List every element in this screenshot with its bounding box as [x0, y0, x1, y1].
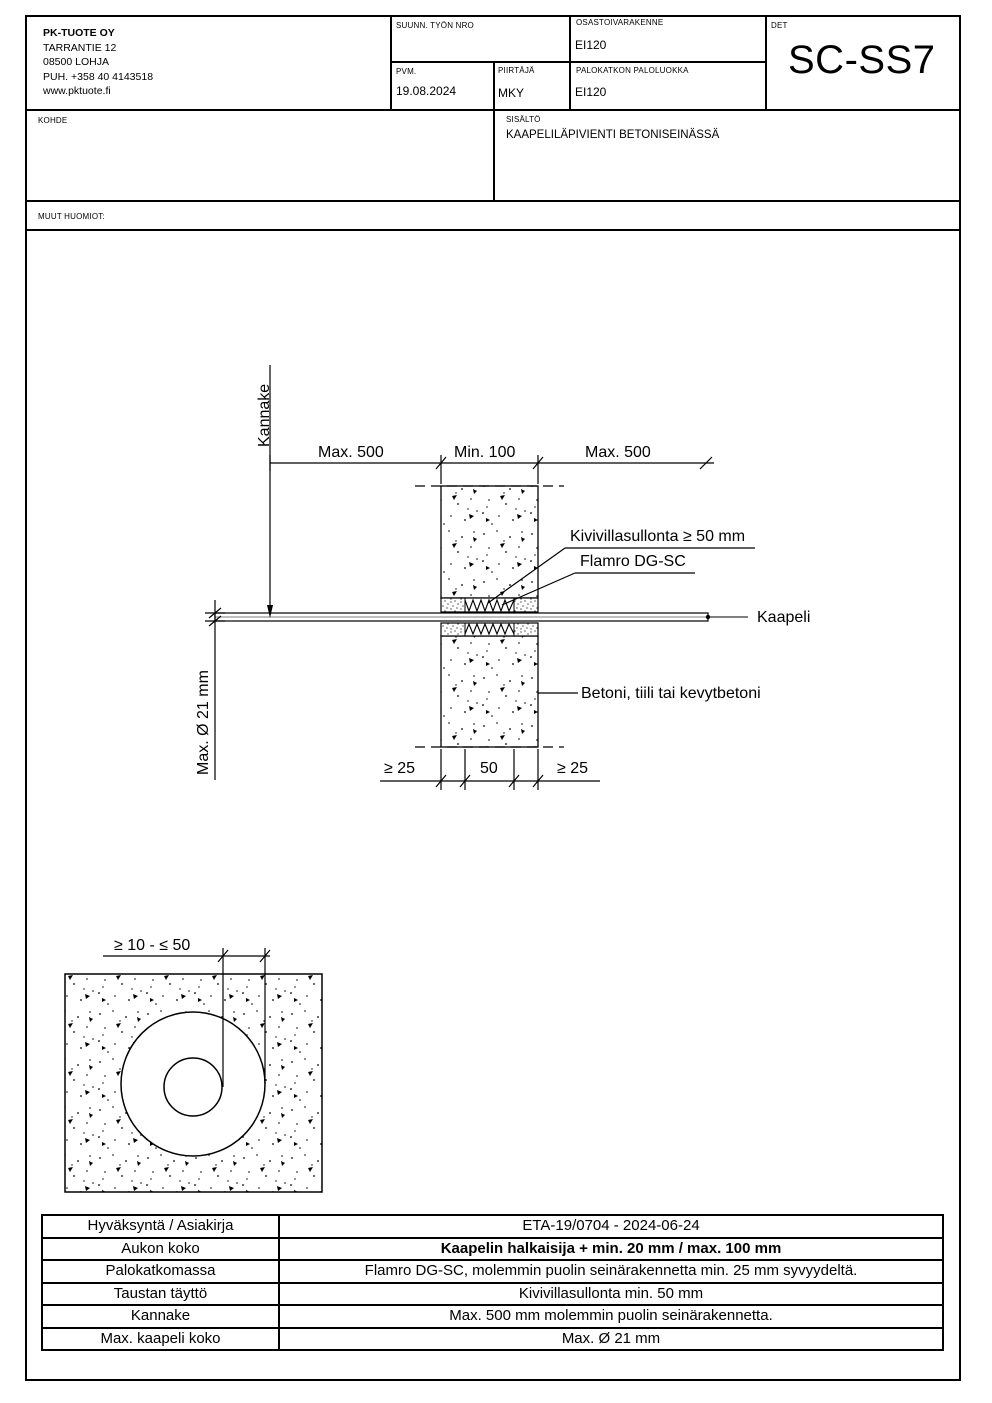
- osasto-label: OSASTOIVARAKENNE: [576, 18, 664, 27]
- label-max500-right: Max. 500: [585, 444, 651, 461]
- pvm-value: 19.08.2024: [396, 84, 457, 98]
- label-kannake: Kannake: [256, 384, 273, 447]
- label-ge25-left: ≥ 25: [384, 760, 415, 777]
- label-min100: Min. 100: [454, 444, 515, 461]
- palo-label: PALOKATKON PALOLUOKKA: [576, 66, 689, 75]
- label-ge25-right: ≥ 25: [557, 760, 588, 777]
- spec-key: Aukon koko: [41, 1236, 280, 1261]
- section-drawing: Kannake Max. 500 Min. 100 Max. 500 Kiviv…: [64, 365, 810, 1193]
- sisalto-label: SISÄLTÖ: [506, 115, 541, 124]
- muut-label: MUUT HUOMIOT:: [38, 212, 105, 221]
- pvm-label: PVM.: [396, 67, 417, 76]
- title-block-grid: [25, 15, 961, 231]
- spec-value: Kaapelin halkaisija + min. 20 mm / max. …: [278, 1236, 944, 1261]
- det-code: SC-SS7: [788, 38, 936, 82]
- spec-value: ETA-19/0704 - 2024-06-24: [278, 1214, 944, 1239]
- cable: [214, 612, 748, 622]
- spec-value: Kivivillasullonta min. 50 mm: [278, 1281, 944, 1306]
- label-kaapeli: Kaapeli: [757, 609, 810, 626]
- drawing-labels: Kannake Max. 500 Min. 100 Max. 500 Kiviv…: [195, 384, 810, 777]
- label-max500-left: Max. 500: [318, 444, 384, 461]
- spec-key: Hyväksyntä / Asiakirja: [41, 1214, 280, 1239]
- label-range: ≥ 10 - ≤ 50: [114, 937, 190, 954]
- kohde-label: KOHDE: [38, 116, 68, 125]
- spec-key: Taustan täyttö: [41, 1281, 280, 1306]
- wall-section: [415, 485, 564, 748]
- palo-value: EI120: [575, 85, 607, 99]
- company-phone: PUH. +358 40 4143518: [43, 70, 154, 83]
- wall-upper: [440, 485, 539, 599]
- osasto-value: EI120: [575, 38, 607, 52]
- label-kivivilla: Kivivillasullonta ≥ 50 mm: [570, 528, 745, 545]
- piirtaja-value: MKY: [498, 86, 525, 100]
- sealant-layers: [440, 597, 539, 637]
- label-betoni: Betoni, tiili tai kevytbetoni: [581, 685, 761, 702]
- suunn-label: SUUNN. TYÖN NRO: [396, 21, 474, 30]
- spec-key: Palokatkomassa: [41, 1259, 280, 1284]
- spec-key: Kannake: [41, 1304, 280, 1329]
- company-address: TARRANTIE 12: [43, 41, 117, 54]
- company-info: PK-TUOTE OY TARRANTIE 12 08500 LOHJA PUH…: [43, 26, 153, 99]
- spec-key: Max. kaapeli koko: [41, 1326, 280, 1351]
- label-dim50: 50: [480, 760, 498, 777]
- wall-lower: [440, 635, 539, 748]
- company-web: www.pktuote.fi: [43, 85, 111, 97]
- dimension-lines: [205, 365, 755, 790]
- company-city: 08500 LOHJA: [43, 56, 109, 68]
- cross-section-view: ≥ 10 - ≤ 50: [64, 937, 323, 1193]
- label-flamro: Flamro DG-SC: [580, 553, 686, 570]
- sheet-frame: [25, 15, 961, 1381]
- company-name: PK-TUOTE OY: [43, 27, 115, 39]
- spec-value: Max. Ø 21 mm: [278, 1326, 944, 1351]
- spec-value: Max. 500 mm molemmin puolin seinärakenne…: [278, 1304, 944, 1329]
- sisalto-value: KAAPELILÄPIVIENTI BETONISEINÄSSÄ: [506, 129, 720, 141]
- piirtaja-label: PIIRTÄJÄ: [498, 66, 535, 75]
- label-max-diameter: Max. Ø 21 mm: [195, 670, 212, 775]
- det-label: DET: [771, 21, 788, 30]
- spec-value: Flamro DG-SC, molemmin puolin seinäraken…: [278, 1259, 944, 1284]
